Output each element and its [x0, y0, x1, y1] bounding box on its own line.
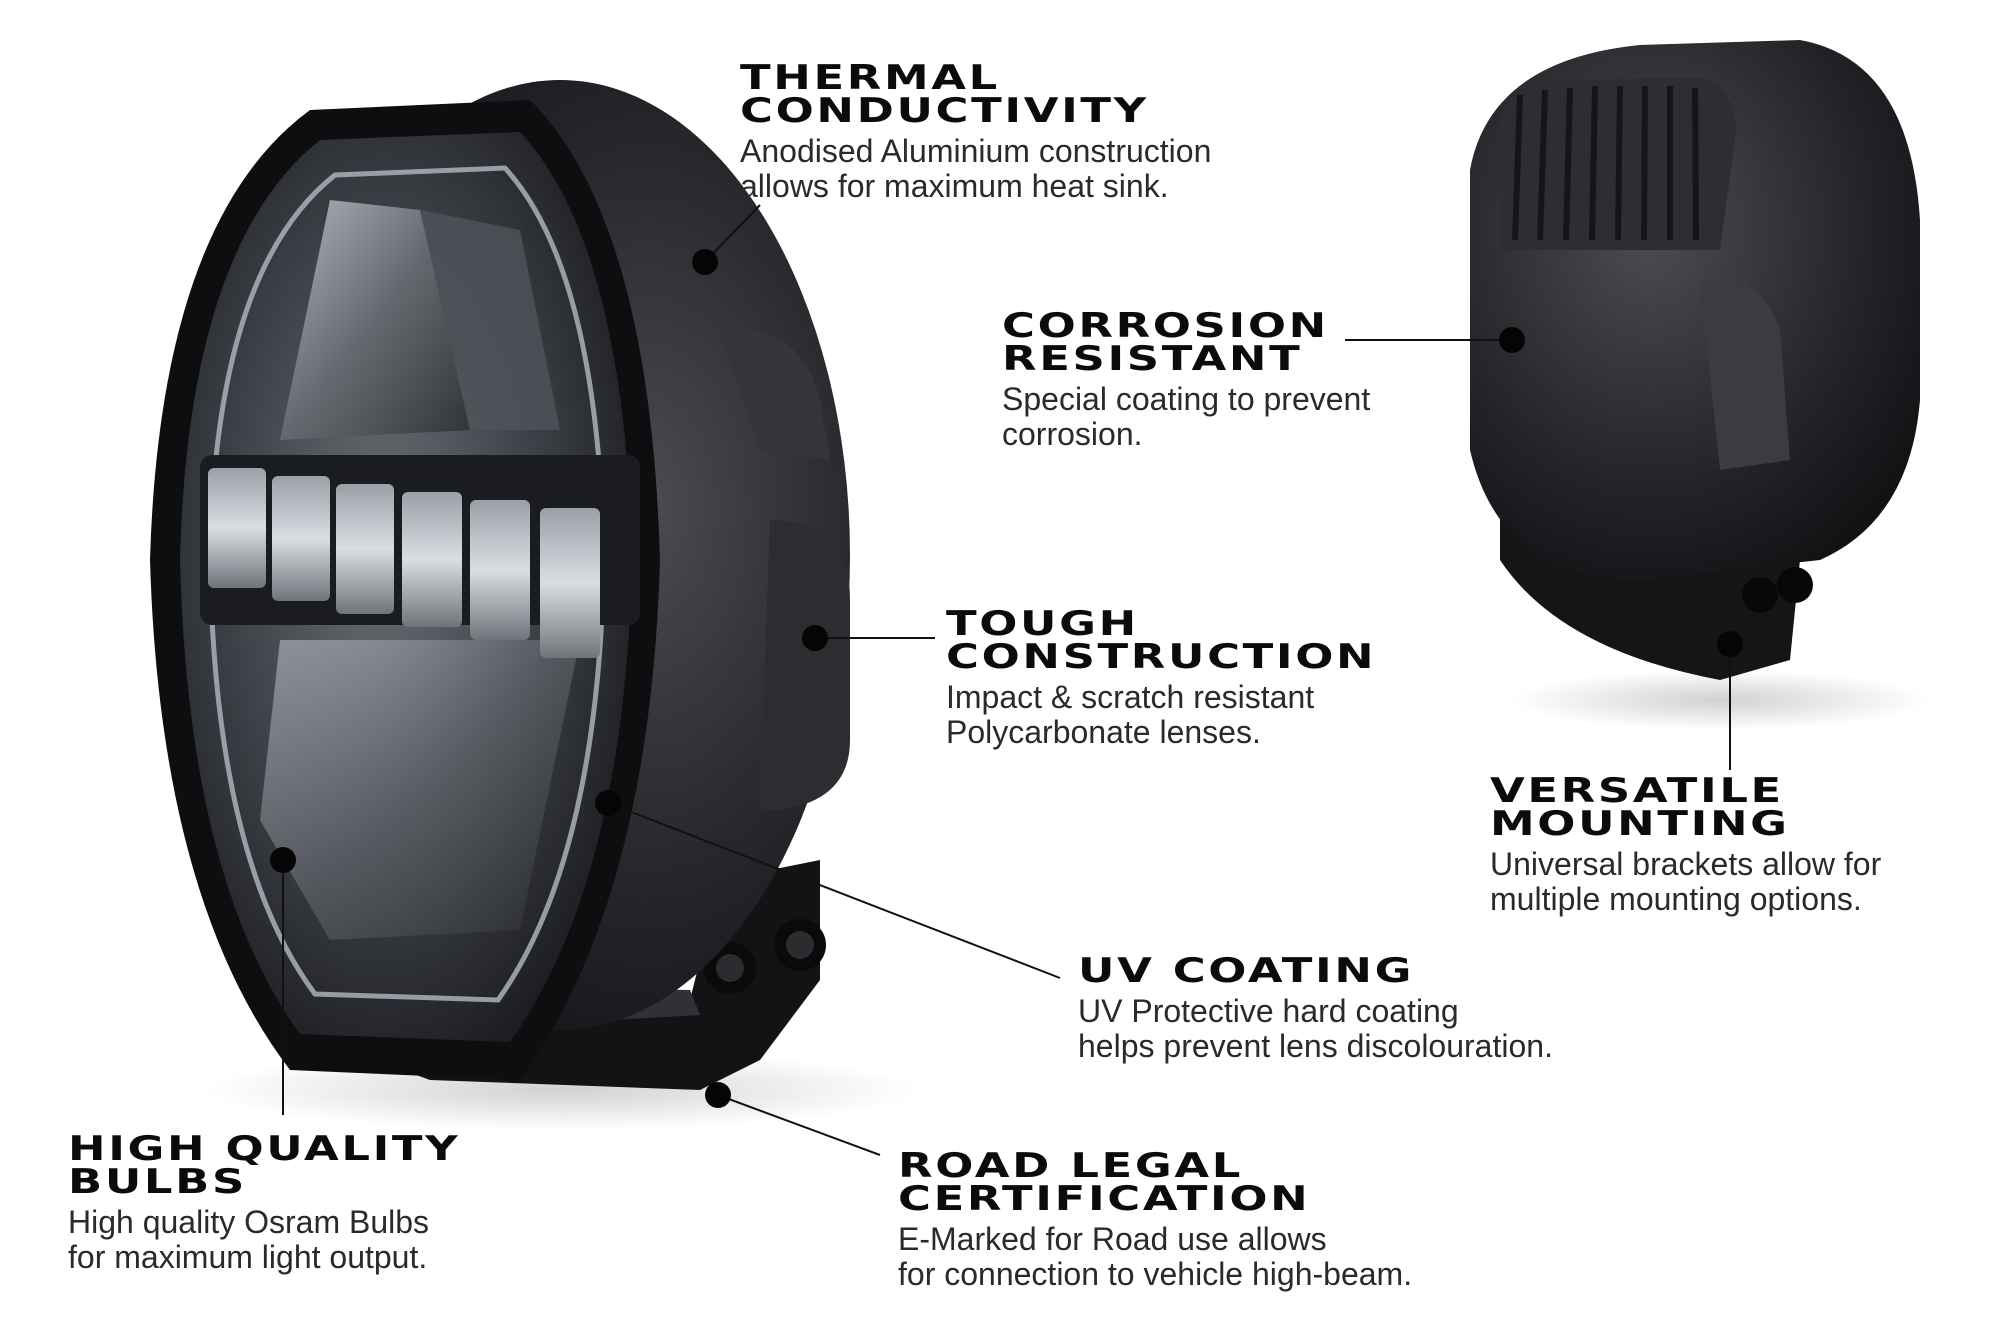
title-line: ROAD LEGAL [898, 1146, 1243, 1186]
desc-line: E-Marked for Road use allows [898, 1221, 1327, 1257]
feature-description: E-Marked for Road use allows for connect… [898, 1222, 1412, 1292]
desc-line: corrosion. [1002, 416, 1143, 452]
leader-thermal [704, 204, 761, 263]
feature-description: Impact & scratch resistant Polycarbonate… [946, 680, 1314, 750]
desc-line: Special coating to prevent [1002, 381, 1371, 417]
callout-leaders [270, 204, 1743, 1156]
callout-road-legal-certification: ROAD LEGAL CERTIFICATION E-Marked for Ro… [898, 1149, 1412, 1292]
callout-corrosion-resistant: CORROSION RESISTANT Special coating to p… [1002, 309, 1370, 452]
dot-road [705, 1082, 731, 1108]
housing-upper-panel [720, 328, 830, 460]
feature-description: Universal brackets allow for multiple mo… [1490, 847, 1881, 917]
desc-line: Impact & scratch resistant [946, 679, 1315, 715]
rear-side-panel [1700, 278, 1790, 470]
desc-line: multiple mounting options. [1490, 881, 1862, 917]
feature-title: UV COATING [1078, 951, 1705, 991]
leader-road [717, 1094, 881, 1156]
feature-title: HIGH QUALITY BULBS [68, 1129, 545, 1202]
upper-reflector [280, 200, 470, 440]
heat-sink-fins [1512, 85, 1699, 241]
rear-lamp [1470, 40, 1920, 680]
desc-line: Universal brackets allow for [1490, 846, 1882, 882]
feature-title: ROAD LEGAL CERTIFICATION [898, 1146, 1577, 1219]
feature-description: Anodised Aluminium construction allows f… [740, 134, 1211, 204]
title-line: CONSTRUCTION [946, 637, 1377, 677]
desc-line: High quality Osram Bulbs [68, 1204, 430, 1240]
dot-corrosion [1499, 327, 1525, 353]
callout-versatile-mounting: VERSATILE MOUNTING Universal brackets al… [1490, 774, 1881, 917]
floor-shadow-rear [1510, 670, 1930, 730]
feature-title: THERMAL CONDUCTIVITY [740, 58, 1362, 131]
feature-description: High quality Osram Bulbs for maximum lig… [68, 1205, 429, 1275]
feature-description: Special coating to prevent corrosion. [1002, 382, 1370, 452]
main-lamp [150, 80, 850, 1090]
leader-uv [607, 802, 1061, 979]
desc-line: helps prevent lens discolouration. [1078, 1028, 1553, 1064]
desc-line: Anodised Aluminium construction [740, 133, 1212, 169]
callout-thermal-conductivity: THERMAL CONDUCTIVITY Anodised Aluminium … [740, 61, 1211, 204]
title-line: BULBS [68, 1162, 247, 1202]
desc-line: for connection to vehicle high-beam. [898, 1256, 1413, 1292]
title-line: CORROSION [1002, 306, 1329, 346]
callout-uv-coating: UV COATING UV Protective hard coating he… [1078, 954, 1553, 1064]
feature-title: TOUGH CONSTRUCTION [946, 604, 1432, 677]
title-line: VERSATILE [1490, 771, 1784, 811]
desc-line: allows for maximum heat sink. [740, 168, 1169, 204]
title-line: CONDUCTIVITY [740, 91, 1149, 131]
callout-tough-construction: TOUGH CONSTRUCTION Impact & scratch resi… [946, 607, 1374, 750]
desc-line: for maximum light output. [68, 1239, 428, 1275]
desc-line: Polycarbonate lenses. [946, 714, 1261, 750]
drl-ring [207, 165, 607, 1003]
title-line: MOUNTING [1490, 804, 1790, 844]
led-modules [208, 468, 600, 658]
title-line: TOUGH [946, 604, 1139, 644]
dot-bulbs [270, 847, 296, 873]
dot-thermal [692, 249, 718, 275]
lower-reflector [260, 640, 580, 940]
feature-title: CORROSION RESISTANT [1002, 306, 1488, 379]
housing-side-panel [760, 520, 850, 810]
feature-description: UV Protective hard coating helps prevent… [1078, 994, 1553, 1064]
title-line: RESISTANT [1002, 339, 1303, 379]
title-line: HIGH QUALITY [68, 1129, 461, 1169]
rear-bolt-right [1777, 567, 1813, 603]
desc-line: UV Protective hard coating [1078, 993, 1459, 1029]
dot-versatile [1717, 631, 1743, 657]
title-line: CERTIFICATION [898, 1179, 1311, 1219]
callout-high-quality-bulbs: HIGH QUALITY BULBS High quality Osram Bu… [68, 1132, 458, 1275]
dot-uv [595, 790, 621, 816]
title-line: THERMAL [740, 58, 1000, 98]
feature-title: VERSATILE MOUNTING [1490, 771, 2000, 844]
title-line: UV COATING [1078, 951, 1415, 991]
rear-bolt-left [1742, 577, 1778, 613]
dot-tough [802, 625, 828, 651]
